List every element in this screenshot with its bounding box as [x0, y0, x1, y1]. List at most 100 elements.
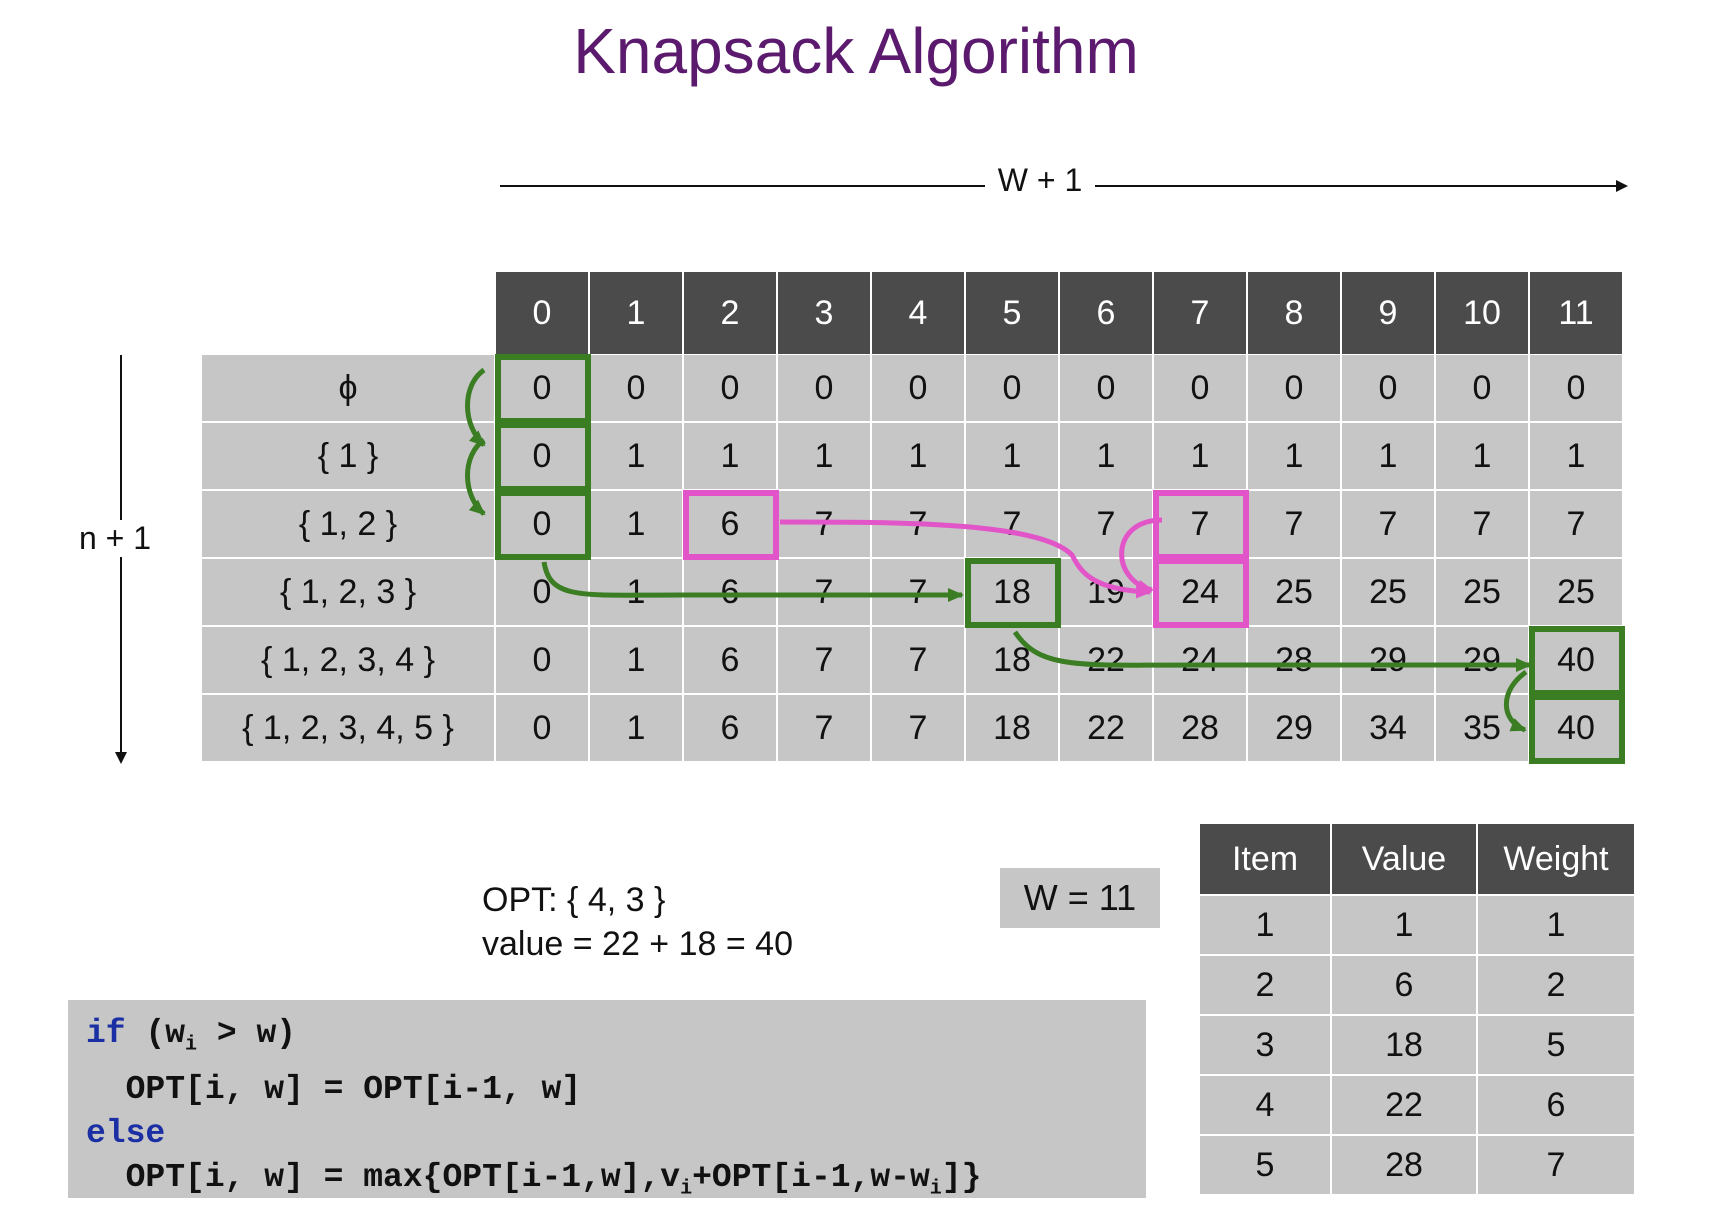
dp-cell: 18 [966, 627, 1060, 695]
items-cell: 2 [1200, 954, 1332, 1015]
dp-cell: 1 [1530, 423, 1624, 491]
dp-cell: 7 [778, 559, 872, 627]
recurrence-code: if (wi > w) OPT[i, w] = OPT[i-1, w] else… [68, 1000, 1146, 1201]
dp-col-header-10: 10 [1436, 272, 1530, 354]
code-sub: i [929, 1177, 942, 1201]
code-cond-b: > w) [197, 1015, 297, 1052]
dp-cell: 1 [778, 423, 872, 491]
dp-cell: 7 [1342, 491, 1436, 559]
dp-cell: 24 [1154, 627, 1248, 695]
dp-cell: 40 [1530, 695, 1624, 763]
dp-row-label-2: { 1, 2 } [202, 491, 496, 559]
items-cell: 5 [1477, 1014, 1634, 1075]
items-cell: 6 [1477, 1074, 1634, 1135]
dp-cell: 7 [872, 695, 966, 763]
dp-cell: 0 [778, 355, 872, 423]
items-cell: 22 [1331, 1074, 1478, 1135]
dp-cell: 19 [1060, 559, 1154, 627]
items-cell: 1 [1200, 894, 1332, 955]
dp-cell: 1 [872, 423, 966, 491]
dp-cell: 1 [590, 627, 684, 695]
capacity-box: W = 11 [1000, 868, 1160, 928]
dp-cell: 6 [684, 559, 778, 627]
dp-cell: 25 [1248, 559, 1342, 627]
dp-cell: 22 [1060, 695, 1154, 763]
items-cell: 1 [1331, 894, 1478, 955]
dp-cell: 1 [966, 423, 1060, 491]
dp-col-header-3: 3 [778, 272, 872, 354]
dp-col-header-7: 7 [1154, 272, 1248, 354]
dp-cell: 6 [684, 627, 778, 695]
dp-cell: 0 [496, 627, 590, 695]
items-header-value: Value [1331, 824, 1478, 895]
items-table: Item Value Weight 1 1 1 2 6 2 3 18 5 4 2… [1200, 824, 1634, 1194]
dp-col-header-6: 6 [1060, 272, 1154, 354]
dp-col-header-2: 2 [684, 272, 778, 354]
items-cell: 2 [1477, 954, 1634, 1015]
dp-cell: 35 [1436, 695, 1530, 763]
dp-col-header-4: 4 [872, 272, 966, 354]
dp-cell: 28 [1248, 627, 1342, 695]
items-row: 1 1 1 [1200, 894, 1634, 955]
dp-cell: 28 [1154, 695, 1248, 763]
dp-col-header-11: 11 [1530, 272, 1624, 354]
dp-col-header-9: 9 [1342, 272, 1436, 354]
dp-cell: 0 [496, 355, 590, 423]
dp-cell: 0 [684, 355, 778, 423]
dp-row-label-5: { 1, 2, 3, 4, 5 } [202, 695, 496, 763]
dp-cell: 1 [590, 491, 684, 559]
items-row: 4 22 6 [1200, 1074, 1634, 1135]
items-cell: 6 [1331, 954, 1478, 1015]
items-cell: 28 [1331, 1134, 1478, 1194]
items-header-item: Item [1200, 824, 1332, 895]
dp-cell: 1 [1154, 423, 1248, 491]
dp-cell: 7 [872, 559, 966, 627]
dp-cell: 29 [1342, 627, 1436, 695]
dp-cell: 24 [1154, 559, 1248, 627]
dp-cell: 0 [1436, 355, 1530, 423]
dp-cell: 34 [1342, 695, 1436, 763]
items-cell: 18 [1331, 1014, 1478, 1075]
dp-cell: 0 [496, 423, 590, 491]
code-line-4c: ]} [941, 1158, 982, 1196]
opt-set: OPT: { 4, 3 } [482, 881, 666, 919]
dp-col-header-8: 8 [1248, 272, 1342, 354]
dp-cell: 29 [1248, 695, 1342, 763]
dp-cell: 0 [1248, 355, 1342, 423]
items-row: 3 18 5 [1200, 1014, 1634, 1075]
dp-col-header-0: 0 [496, 272, 590, 354]
items-cell: 1 [1477, 894, 1634, 955]
dp-cell: 29 [1436, 627, 1530, 695]
dp-cell: 1 [1436, 423, 1530, 491]
dp-col-header-5: 5 [966, 272, 1060, 354]
dp-cell: 6 [684, 491, 778, 559]
items-row: 5 28 7 [1200, 1134, 1634, 1194]
dp-cell: 0 [590, 355, 684, 423]
dp-cell: 1 [1248, 423, 1342, 491]
dp-cell: 7 [778, 695, 872, 763]
dp-cell: 1 [1342, 423, 1436, 491]
dp-cell: 25 [1436, 559, 1530, 627]
items-cell: 3 [1200, 1014, 1332, 1075]
dp-cell: 1 [684, 423, 778, 491]
dp-cell: 7 [872, 627, 966, 695]
dp-row-label-0: ϕ [202, 355, 496, 423]
items-cell: 5 [1200, 1134, 1332, 1194]
dp-cell: 7 [778, 627, 872, 695]
dp-cell: 0 [496, 491, 590, 559]
dp-cell: 0 [1342, 355, 1436, 423]
code-cond-a: (w [125, 1015, 186, 1052]
dp-cell: 0 [496, 695, 590, 763]
code-line-4b: +OPT[i-1,w-w [692, 1158, 930, 1196]
page-title: Knapsack Algorithm [573, 15, 1139, 87]
items-row: 2 6 2 [1200, 954, 1634, 1015]
dp-cell: 25 [1530, 559, 1624, 627]
dp-cell: 0 [872, 355, 966, 423]
dp-cell: 40 [1530, 627, 1624, 695]
dp-row-label-4: { 1, 2, 3, 4 } [202, 627, 496, 695]
dp-cell: 1 [590, 423, 684, 491]
dp-cell: 18 [966, 695, 1060, 763]
code-line-4a: OPT[i, w] = max{OPT[i-1,w],v [86, 1158, 681, 1196]
dp-cell: 18 [966, 559, 1060, 627]
opt-summary: OPT: { 4, 3 } value = 22 + 18 = 40 [482, 878, 793, 966]
